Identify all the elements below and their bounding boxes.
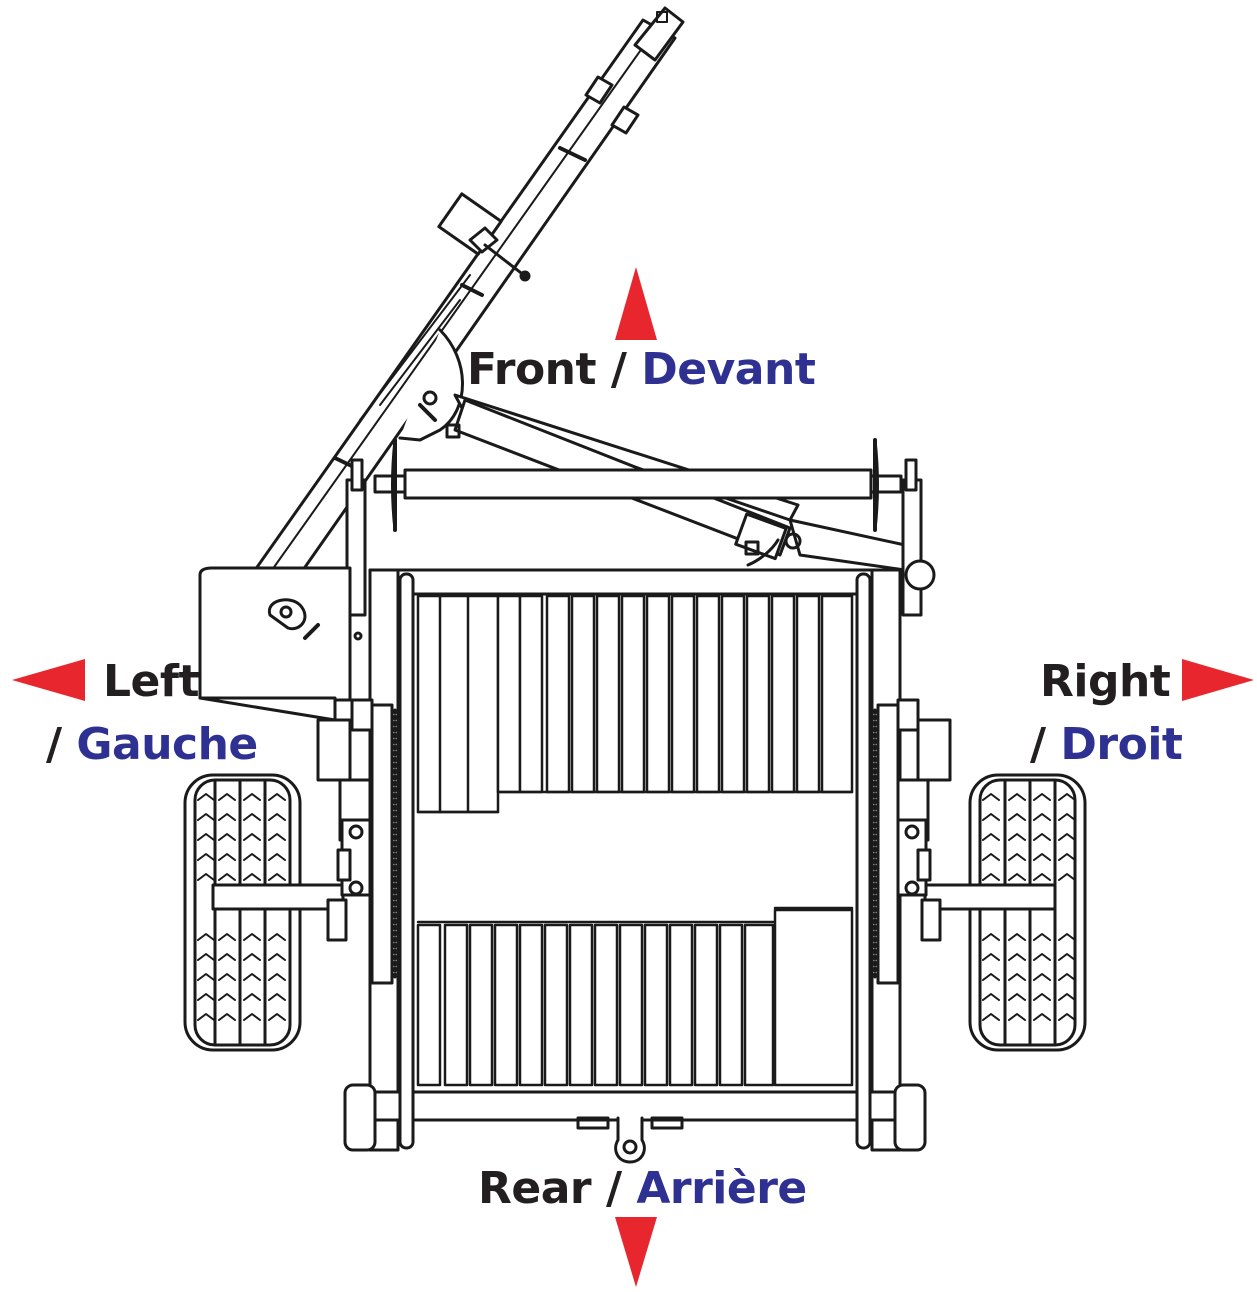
drum-core (416, 790, 854, 924)
rear-label-fr: Arrière (636, 1163, 807, 1214)
spool-shaft (345, 438, 936, 617)
arrow-right-icon (1182, 659, 1254, 701)
spool-flanges (370, 703, 900, 985)
front-label-fr: Devant (641, 344, 816, 395)
right-label-fr: Droit (1060, 719, 1183, 770)
left-label-en: Left (103, 656, 200, 707)
arrow-left-icon (12, 659, 85, 701)
left-wheel (183, 698, 374, 1052)
drum-slats-lower (416, 908, 854, 1087)
main-frame (343, 568, 927, 1164)
arrow-up-icon (615, 267, 657, 340)
right-label-fr-line: / Droit (1030, 723, 1183, 767)
front-label-en: Front (467, 344, 597, 395)
rear-label-separator: / (591, 1163, 637, 1214)
right-label-separator: / (1030, 719, 1061, 770)
left-label-fr-line: / Gauche (46, 723, 258, 767)
left-label-separator: / (46, 719, 77, 770)
front-label: Front / Devant (467, 348, 816, 392)
front-label-separator: / (596, 344, 642, 395)
left-side-plate (198, 566, 363, 722)
right-wheel (896, 698, 1087, 1052)
arrow-down-icon (615, 1217, 657, 1287)
rear-label-en: Rear (478, 1163, 592, 1214)
drum-slats-upper (416, 594, 854, 814)
right-label-en: Right (1040, 656, 1171, 707)
rear-label: Rear / Arrière (478, 1167, 807, 1211)
left-label-fr: Gauche (76, 719, 258, 770)
